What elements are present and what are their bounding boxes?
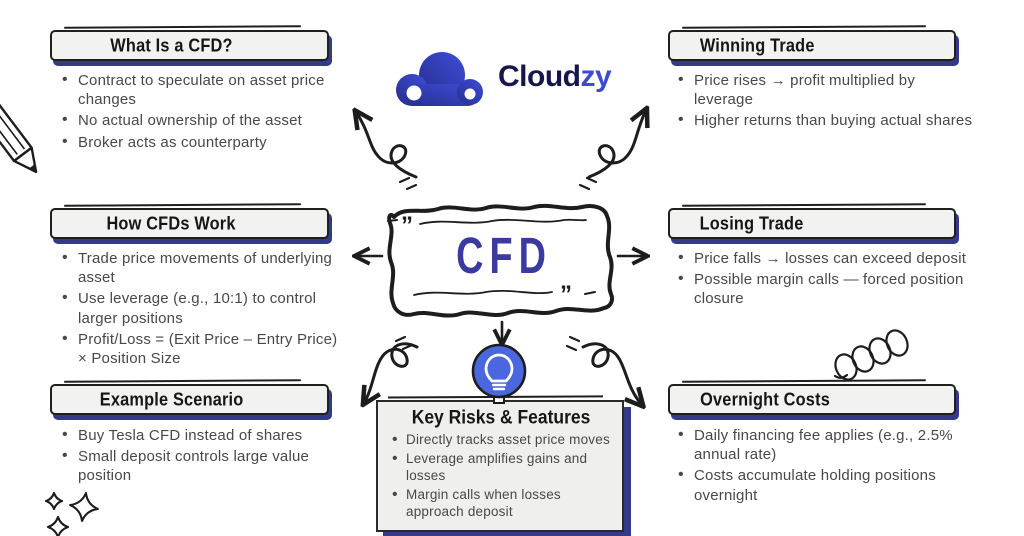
bullet-item: Price falls → losses can exceed deposit [676,248,976,269]
bullet-item: Broker acts as counterparty [60,132,348,153]
bullet-item: Higher returns than buying actual shares [676,110,976,131]
arrow-down-left [364,342,419,403]
bullet-item: Leverage amplifies gains and losses [390,449,612,484]
arrow-up-left [356,112,418,179]
panel-example-scenario-header: Example Scenario [50,384,329,415]
panel-key-risks: Key Risks & Features Directly tracks ass… [376,400,624,532]
bullet-item: Trade price movements of underlying asse… [60,248,348,287]
brand-accent-part: zy [580,60,612,93]
panel-overnight-costs-header: Overnight Costs [668,384,956,415]
bullet-item: Costs accumulate holding positions overn… [676,465,976,504]
panel-what-is-a-cfd-bullets: Contract to speculate on asset price cha… [60,70,348,154]
panel-title: How CFDs Work [106,212,236,234]
panel-title: What Is a CFD? [110,34,233,56]
quote-mark: ” [560,281,572,308]
panel-title: Example Scenario [99,388,244,410]
brand-dark-part: Cloud [498,60,581,93]
panel-title: Losing Trade [699,212,804,234]
center-cfd-node: ” ” CFD [380,193,622,321]
bullet-item: Daily financing fee applies (e.g., 2.5% … [676,425,976,464]
panel-how-cfds-work-header: How CFDs Work [50,208,329,239]
bullet-item: Buy Tesla CFD instead of shares [60,425,348,446]
panel-title: Key Risks & Features [411,406,591,428]
panel-title: Overnight Costs [700,388,830,410]
spring-doodle-icon [833,329,909,381]
panel-how-cfds-work-bullets: Trade price movements of underlying asse… [60,248,348,370]
cloud-logo-icon [396,52,483,106]
pencil-icon [0,60,38,174]
bullet-item: Possible margin calls — forced position … [676,269,976,308]
bullet-item: Small deposit controls large value posit… [60,446,348,485]
bullet-item: Directly tracks asset price moves [390,430,612,450]
bullet-item: Price rises → profit multiplied by lever… [676,70,976,109]
quote-mark: ” [401,212,413,239]
panel-losing-trade-bullets: Price falls → losses can exceed depositP… [676,248,976,311]
bullet-item: Contract to speculate on asset price cha… [60,70,348,109]
panel-winning-trade-header: Winning Trade [668,30,956,61]
panel-title: Winning Trade [699,34,815,56]
bullet-item: No actual ownership of the asset [60,110,348,131]
bullet-item: Use leverage (e.g., 10:1) to control lar… [60,288,348,327]
panel-key-risks-bullets: Directly tracks asset price movesLeverag… [390,430,612,520]
panel-overnight-costs-bullets: Daily financing fee applies (e.g., 2.5% … [676,425,976,507]
arrow-up-right [587,110,646,179]
bullet-item: Margin calls when losses approach deposi… [390,485,612,520]
bullet-item: Profit/Loss = (Exit Price – Entry Price)… [60,329,348,368]
panel-winning-trade-bullets: Price rises → profit multiplied by lever… [676,70,976,133]
lightbulb-icon [471,343,527,404]
sparkles-icon [44,491,99,536]
panel-example-scenario-bullets: Buy Tesla CFD instead of sharesSmall dep… [60,425,348,488]
panel-what-is-a-cfd-header: What Is a CFD? [50,30,329,61]
sketch-frame: ” ” [387,203,615,318]
brand-wordmark: Cloudzy [498,60,612,94]
panel-losing-trade-header: Losing Trade [668,208,956,239]
cfd-label: CFD [456,228,552,285]
